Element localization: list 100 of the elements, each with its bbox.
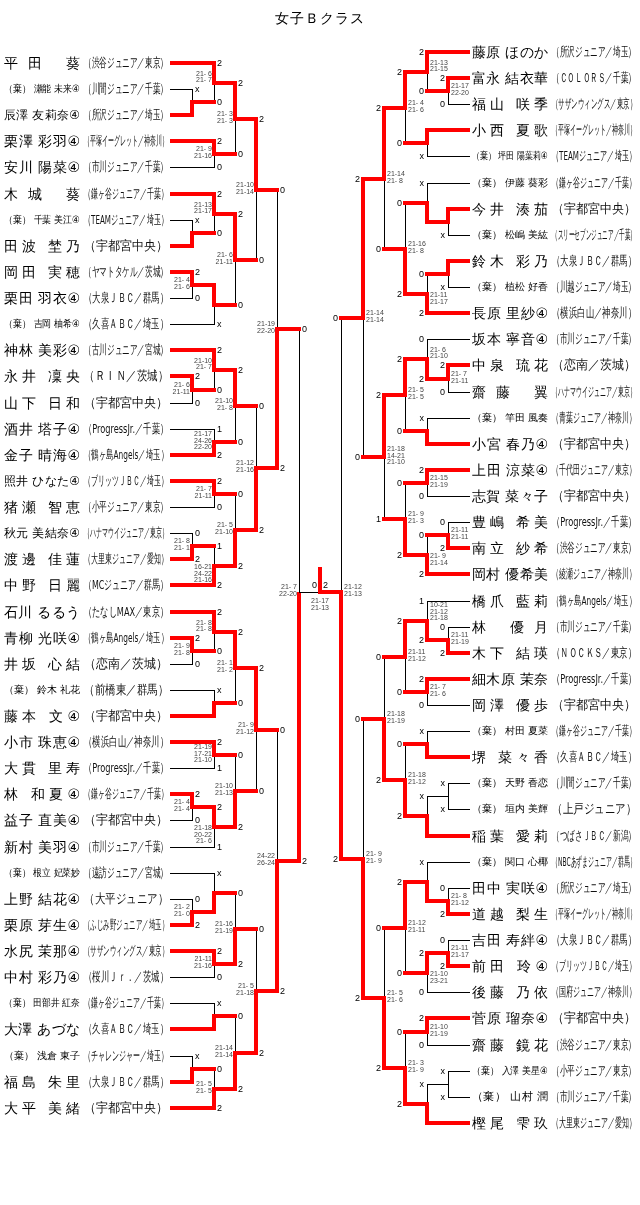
bracket-line	[383, 178, 385, 250]
bracket-line	[234, 118, 236, 155]
player-name: 道越 梨生	[472, 905, 548, 923]
score-label: 0	[217, 973, 222, 981]
score-label: 0	[419, 492, 424, 500]
player-name: 上野 結花④	[4, 890, 80, 908]
player-name: （棄） 天野 香恋	[472, 777, 548, 789]
score-label: x	[419, 152, 424, 160]
score-label: 0	[440, 388, 445, 396]
bracket-line	[311, 591, 319, 593]
bracket-line	[169, 872, 215, 894]
score-label: 2	[397, 878, 402, 886]
bracket-line	[170, 740, 216, 755]
score-label: x	[195, 216, 200, 224]
bracket-line	[170, 348, 216, 370]
title: 女子Ｂクラス	[275, 9, 365, 27]
bracket-line	[447, 221, 471, 236]
score-label: 0	[217, 98, 222, 106]
score-label: 2	[195, 372, 200, 380]
player-name: 新村 美羽④	[4, 838, 80, 856]
bracket-line	[170, 792, 194, 807]
player-name: （棄） 鈴木 礼花	[4, 684, 80, 696]
score-label: 0	[238, 438, 243, 446]
bracket-line	[233, 530, 237, 566]
score-label: 2	[419, 636, 424, 644]
score-label: 2	[302, 857, 307, 865]
score-label: x	[217, 320, 222, 328]
bracket-line	[404, 927, 406, 974]
score-label: x	[419, 179, 424, 187]
score-label: 2	[217, 190, 222, 198]
score-label: 2	[195, 268, 200, 276]
score-label: 1	[419, 597, 424, 605]
bracket-line	[425, 1104, 470, 1125]
player-name: 水尻 茉那④	[4, 942, 80, 960]
player-name: （棄） 伊藤 葵彩	[472, 177, 548, 189]
score-label: 0	[397, 479, 402, 487]
bracket-line	[233, 791, 237, 827]
player-name: 前田 玲④	[472, 957, 548, 975]
player-name: 栗原 芽生④	[4, 916, 80, 934]
score-label: 0	[238, 301, 243, 309]
score-label: 2	[419, 466, 424, 474]
club-name: （川越ジュニア／埼玉）	[552, 279, 636, 295]
player-name: 菅原 瑠奈④	[472, 1009, 548, 1027]
score-label: 2	[217, 59, 222, 67]
bracket-line	[169, 88, 193, 103]
score-label: x	[419, 727, 424, 735]
club-name: （宇都宮中央）	[84, 812, 168, 828]
bracket-line	[426, 1083, 449, 1085]
bracket-line	[233, 632, 237, 668]
bracket-line	[446, 535, 470, 550]
score-label: 2	[259, 1049, 264, 1057]
club-name: （渋谷ジュニア／東京）	[552, 540, 636, 556]
score-label: 2	[280, 464, 285, 472]
player-name: 岡田 実穂	[4, 263, 80, 281]
score-label: 2	[195, 921, 200, 929]
player-name: （棄） 植松 好香	[472, 281, 548, 293]
player-name: 上田 涼菜④	[472, 461, 548, 479]
score-label: 2	[238, 628, 243, 636]
bracket-line	[170, 270, 194, 285]
score-label: 2	[397, 355, 402, 363]
player-name: 田中 実咲④	[472, 879, 548, 897]
player-name: 志賀 菜々子	[472, 487, 548, 505]
score-label: 0	[217, 503, 222, 511]
score-label: 0	[217, 229, 222, 237]
player-name: 大平 美緒	[4, 1099, 80, 1117]
bracket-line	[425, 128, 470, 143]
score-label: 0	[355, 453, 360, 461]
score-label: 0	[397, 688, 402, 696]
bracket-line	[170, 546, 194, 561]
score-label: x	[195, 85, 200, 93]
score-label: 1	[217, 425, 222, 433]
bracket-line	[170, 1089, 216, 1110]
club-name: （宇都宮中央）	[84, 395, 168, 411]
score-label: 1	[217, 764, 222, 772]
club-name: （チャレンジャー／埼玉）	[84, 1048, 168, 1064]
bracket-line	[234, 405, 236, 443]
bracket-line	[425, 882, 429, 901]
club-name: （宇都宮中央）	[552, 436, 636, 452]
score-label: 2	[440, 649, 445, 657]
score-label: 0	[333, 314, 338, 322]
bracket-line	[297, 592, 301, 861]
score-label: 0	[397, 199, 402, 207]
player-name: 石川 るるう	[4, 603, 80, 621]
score-label: 0	[259, 256, 264, 264]
club-name: （恋南／茨城）	[84, 656, 168, 672]
bracket-line	[446, 207, 470, 222]
score-label: x	[419, 792, 424, 800]
score-label: 2	[217, 477, 222, 485]
score-label: 0	[280, 186, 285, 194]
player-name: 橋爪 藍莉	[472, 592, 548, 610]
score-label: 0	[376, 924, 381, 932]
player-name: （棄） 田部井 紅奈	[4, 997, 80, 1009]
bracket-line	[298, 591, 313, 593]
bracket-line	[169, 1055, 193, 1070]
bracket-line	[212, 285, 216, 305]
bracket-line	[234, 259, 236, 306]
bracket-line	[425, 621, 429, 640]
player-name: 益子 直美④	[4, 811, 80, 829]
bracket-line	[170, 139, 216, 154]
bracket-line	[425, 50, 470, 72]
